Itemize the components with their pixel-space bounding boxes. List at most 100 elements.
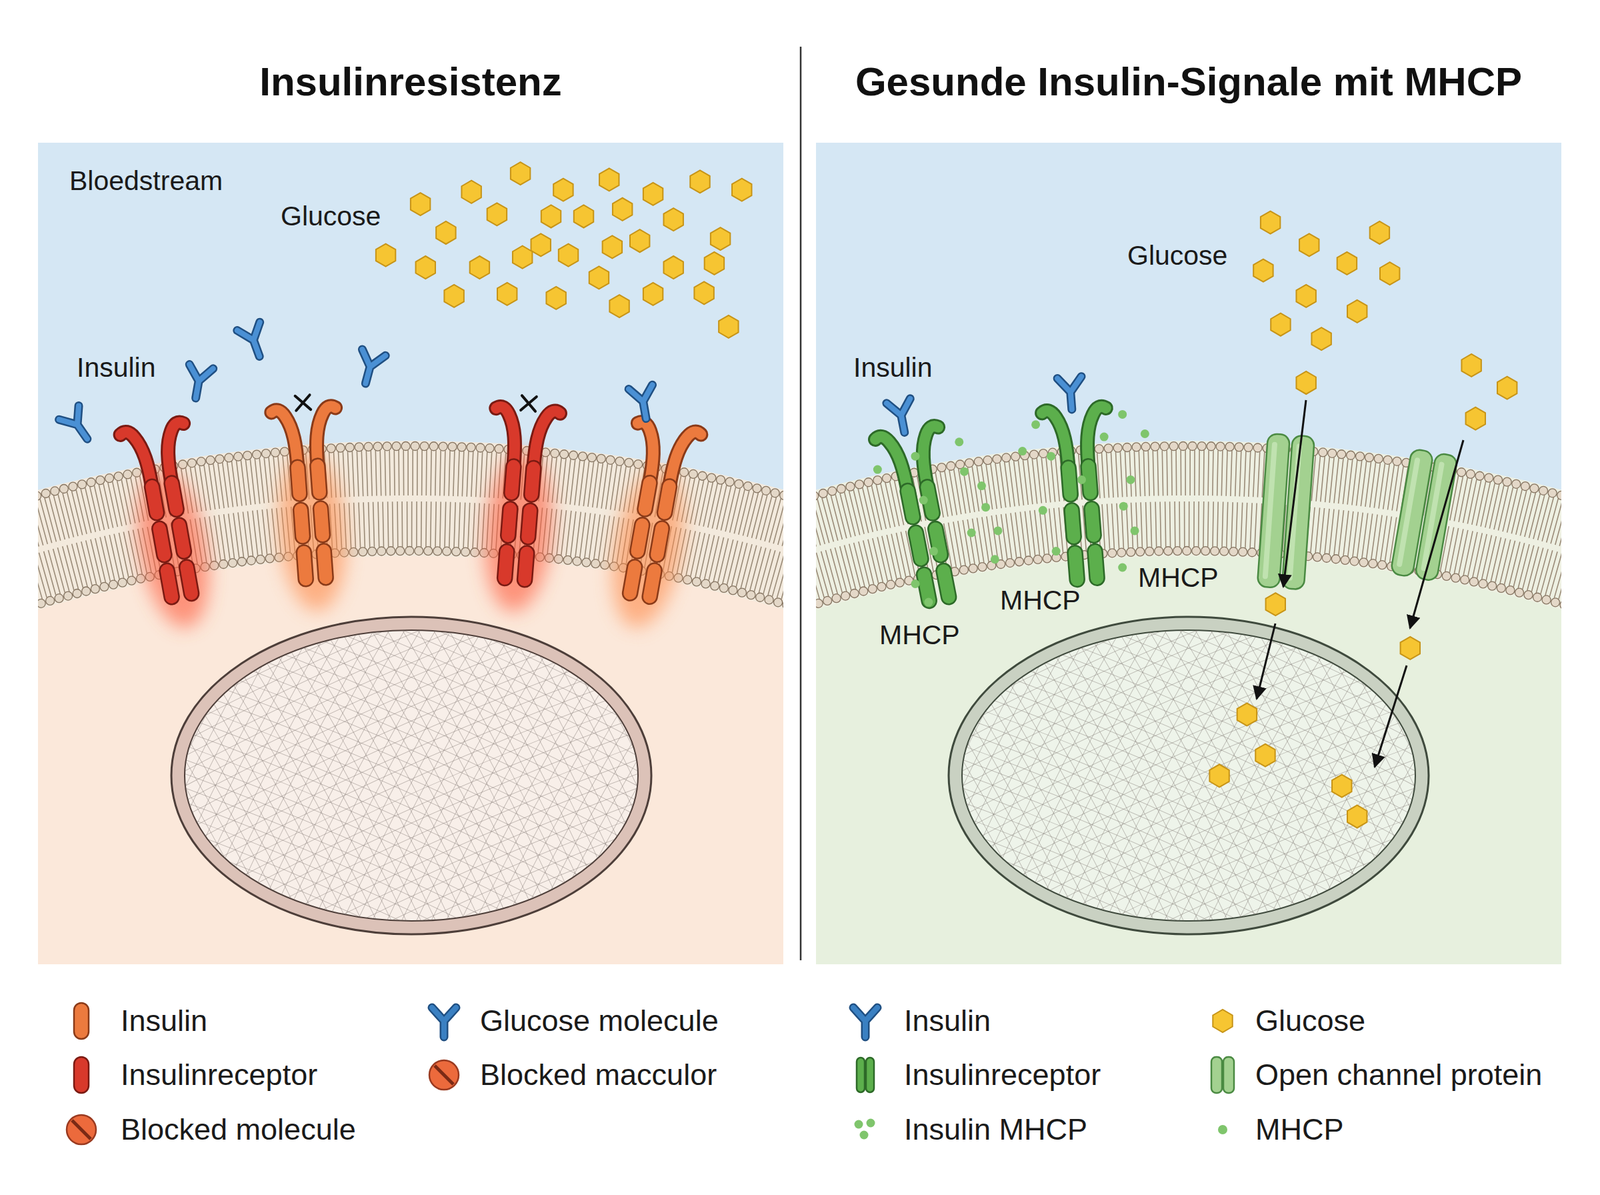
lipid-head [680,468,689,477]
lipid-head [280,447,289,456]
lipid-head [859,586,868,596]
lipid-head [224,453,234,462]
lipid-head [265,554,274,563]
mhcp-dot [1100,432,1109,442]
lipid-head [424,546,433,556]
lipid-head [392,442,401,451]
receptor-arm-outline [161,421,193,481]
lipid-head [959,565,968,574]
lipid-head [50,486,60,496]
receptor-segment [496,543,515,586]
receptor-arm-outline [492,406,519,465]
lipid-head [816,491,819,500]
lipid-head [243,451,252,460]
panel-title: Insulinresistenz [38,58,784,105]
lipid-head [252,450,262,459]
legend-swatch-frame [1196,1048,1250,1102]
nucleus [686,272,1600,1195]
mhcp-dot [1118,410,1127,419]
lipid-head [554,554,563,564]
nucleus [0,272,914,1195]
receptor-segment [1060,460,1079,503]
diagram-label: Glucose [1127,240,1228,272]
lipid-head [816,598,823,608]
lipid-head [780,490,784,500]
mhcp-dot [1077,475,1086,484]
glucose-molecule [663,208,683,231]
swatch-slash [434,1065,454,1084]
insulin-receptor [868,394,972,613]
mesh-lines [697,285,1600,1195]
lipid-head [1451,573,1460,582]
lipid-head [1225,442,1234,451]
lipid-head [354,442,364,452]
mesh-lines [0,272,893,1195]
lipid-head [1122,442,1132,452]
lipid-head [836,484,846,494]
lipid-head [701,579,710,588]
glucose-molecule [1332,774,1352,798]
lipid-head [1160,442,1169,451]
glucose-molecule [612,198,632,221]
legend-text: Blocked molecule [120,1112,356,1147]
diagram-label: MHCP [1000,584,1081,616]
receptor-arm-outline [1084,406,1110,464]
lipid-head [256,554,265,564]
receptor-arm-outline [271,408,298,467]
insulin-body [237,322,271,360]
glucose-molecule [732,178,752,202]
lipid-head [457,442,466,452]
swatch-y-outline [853,1007,878,1037]
lipid-head [1197,442,1206,451]
receptor-glow [478,449,558,614]
lipid-head [228,558,238,568]
mesh-lines [706,285,1600,1195]
legend-swatch-frame [54,1048,108,1102]
lipid-head [572,556,582,566]
glucose-molecule [609,294,629,318]
glucose-molecule [1255,744,1275,767]
insulin-outline [886,398,917,435]
mhcp-dot [1118,563,1127,572]
mhcp-dot [1018,446,1027,456]
lipid-head [414,546,424,556]
lipid-head [615,456,624,466]
lipid-head [823,596,832,605]
lipid-head [692,577,701,586]
receptor-segment [170,516,193,560]
lipid-head [864,478,873,487]
glucose-molecule [694,281,714,304]
lipid-head [752,484,762,493]
glucose-molecule [1296,284,1316,308]
legend-swatch-frame [1196,1102,1250,1156]
glucose-molecule [410,192,430,216]
lipid-head [591,559,600,568]
channel-highlight [1287,443,1303,581]
lipid-head [1220,546,1229,556]
lipid-head [683,575,692,584]
lipid-head [1506,586,1515,595]
lipid-head [358,547,368,556]
lipid-head [54,594,64,603]
lipid-head [64,591,73,600]
mesh-lines [686,272,1600,1195]
legend-text: Glucose [1255,1003,1366,1038]
receptor-arm-outline [628,421,660,481]
swatch-dot [866,1118,876,1128]
cytoplasm [38,556,784,964]
receptor-segment [907,524,930,568]
insulin-receptor [601,421,703,633]
legend-swatch-frame [417,1048,471,1102]
lipid-head [270,448,280,457]
receptor-segment [899,482,922,526]
lipid-head [841,591,850,600]
receptor-segment [312,500,330,543]
lipid-head [850,588,859,598]
legend-text: Insulin [120,1003,208,1038]
lipid-head [485,444,494,453]
receptor-arm [120,429,152,489]
glucose-molecule [531,233,551,256]
lipid-head [210,561,219,570]
receptor-segment [1084,500,1102,544]
mhcp-dot [1038,506,1048,515]
